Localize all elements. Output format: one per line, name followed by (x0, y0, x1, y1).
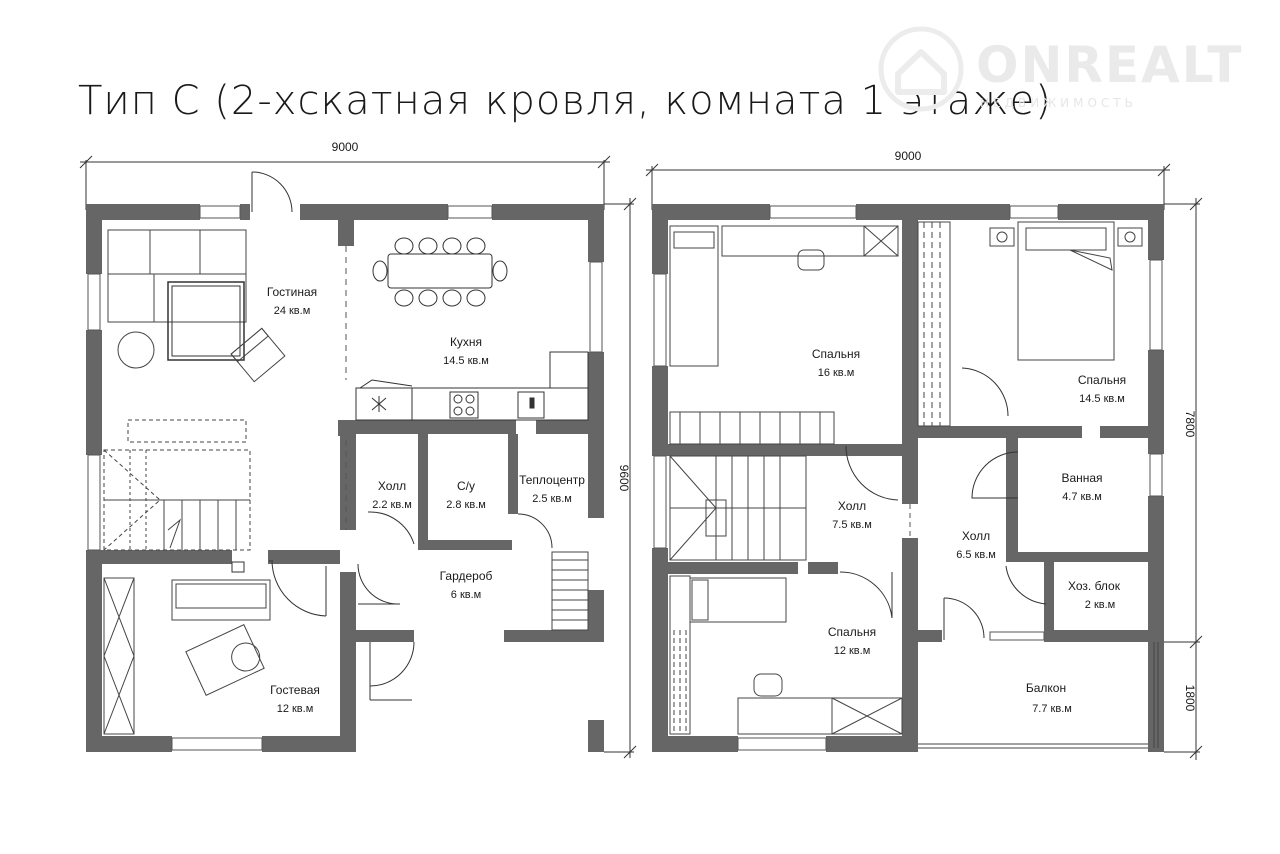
room-area-hall1: 2.2 кв.м (372, 499, 412, 511)
room-name-wc: С/у (457, 479, 475, 493)
entrance-door[interactable] (251, 171, 293, 213)
hall-arc (367, 511, 415, 545)
dimension-floor2-width (645, 163, 1171, 210)
bedroom1-door[interactable] (845, 445, 899, 501)
room-name-hall2-right: Холл (962, 529, 990, 543)
room-name-kitchen: Кухня (450, 335, 482, 349)
floor1-stairs (103, 419, 251, 551)
balcony-railing (918, 642, 1159, 749)
dim-label-floor1-width: 9000 (332, 140, 359, 154)
house-logo-icon (878, 26, 964, 112)
room-area-heating: 2.5 кв.м (532, 493, 572, 505)
floor-1-plan: 9000 9600 (79, 140, 637, 759)
room-name-heating: Теплоцентр (519, 473, 585, 487)
guest-sofa (171, 579, 271, 621)
room-area-wardrobe: 6 кв.м (451, 589, 481, 601)
dim-label-floor2-main: 7800 (1183, 411, 1197, 438)
bedroom2-wardrobe (917, 221, 951, 427)
room-area-bedroom2: 14.5 кв.м (1079, 393, 1125, 405)
dimension-floor1-width (79, 155, 611, 210)
dimension-floor1-height (604, 197, 637, 759)
room-area-wc: 2.8 кв.м (446, 499, 486, 511)
room-area-hall2-right: 6.5 кв.м (956, 549, 996, 561)
room-area-kitchen: 14.5 кв.м (443, 355, 489, 367)
bedroom2-door[interactable] (961, 367, 1009, 417)
star-appliance-icon (371, 396, 387, 412)
room-area-guest: 12 кв.м (277, 703, 314, 715)
floor2-walls (652, 204, 1164, 752)
room-area-bath: 4.7 кв.м (1062, 491, 1102, 503)
room-area-bedroom3: 12 кв.м (834, 645, 871, 657)
living-sofa (107, 229, 247, 323)
guest-wardrobe (103, 577, 135, 735)
room-name-wardrobe: Гардероб (440, 569, 493, 583)
room-name-bath: Ванная (1061, 471, 1102, 485)
bedroom2-bed (989, 221, 1143, 361)
floor-2-plan: 9000 7800 1800 (645, 149, 1203, 760)
floor1-walls (86, 204, 604, 752)
room-name-storage: Хоз. блок (1068, 579, 1121, 593)
bedroom1-bed (669, 225, 719, 367)
floor1-windows (87, 205, 603, 751)
room-name-bedroom3: Спальня (828, 625, 876, 639)
dim-label-floor2-balcony: 1800 (1183, 685, 1197, 712)
guest-table (185, 624, 265, 696)
bedroom3-door[interactable] (839, 571, 893, 619)
dim-label-floor2-width: 9000 (895, 149, 922, 163)
watermark-subtitle: НЕДВИЖИМОСТЬ (980, 96, 1137, 110)
plan-title: Тип С (2-хскатная кровля, комната 1 этаж… (78, 78, 1052, 124)
room-name-balcony: Балкон (1026, 681, 1066, 695)
back-door[interactable] (369, 641, 415, 701)
guest-door[interactable] (269, 559, 327, 617)
wardrobe-shelf (551, 551, 589, 631)
watermark-logo: ONREALT НЕДВИЖИМОСТЬ (876, 24, 1256, 114)
heating-door[interactable] (517, 513, 553, 549)
bedroom3-wardrobe (669, 575, 691, 735)
stair-landing-box (231, 561, 245, 573)
room-area-bedroom1: 16 кв.м (818, 367, 855, 379)
room-area-living: 24 кв.м (274, 305, 311, 317)
room-name-guest: Гостевая (270, 683, 320, 697)
dining-table (372, 237, 508, 307)
room-area-hall2-left: 7.5 кв.м (832, 519, 872, 531)
room-name-living: Гостиная (267, 285, 317, 299)
dimension-floor2-height (1164, 197, 1203, 760)
room-name-bedroom1: Спальня (812, 347, 860, 361)
bedroom3-bed (689, 577, 787, 623)
kitchen-counter (355, 351, 589, 421)
hall-door[interactable] (357, 563, 400, 605)
room-area-storage: 2 кв.м (1085, 599, 1115, 611)
dim-label-floor1-height: 9600 (617, 465, 631, 492)
room-name-hall1: Холл (378, 479, 406, 493)
room-name-hall2-left: Холл (838, 499, 866, 513)
floor2-windows (653, 205, 1163, 751)
hall2-door-arc[interactable] (971, 451, 1019, 499)
room-area-balcony: 7.7 кв.м (1032, 703, 1072, 715)
bedroom1-shelf (669, 411, 835, 445)
storage-door[interactable] (1005, 565, 1047, 605)
room-name-bedroom2: Спальня (1078, 373, 1126, 387)
balcony-door[interactable] (943, 597, 985, 640)
bedroom1-desk (721, 225, 899, 271)
bedroom3-desk (737, 673, 903, 735)
watermark-brand: ONREALT (976, 36, 1244, 94)
floor2-stairs (669, 455, 807, 561)
living-rug (167, 281, 245, 361)
living-side-table (117, 331, 155, 369)
living-armchair (230, 327, 286, 383)
